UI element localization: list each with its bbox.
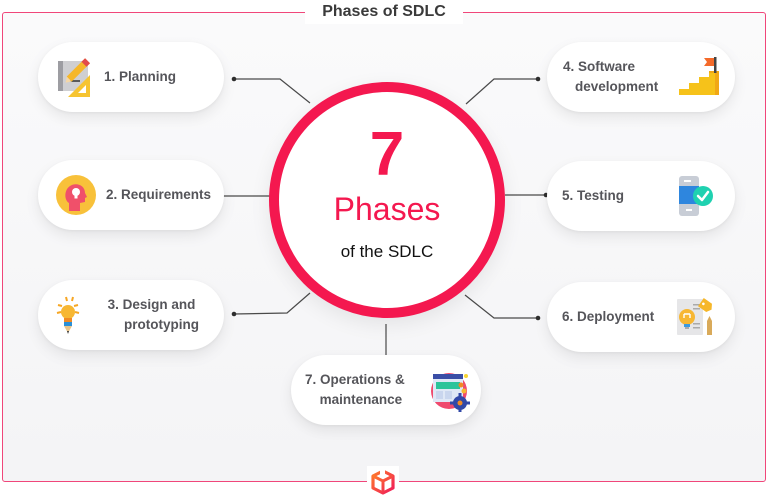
requirements-head-idea-icon bbox=[54, 173, 98, 217]
phase-card-deployment: 6. Deployment bbox=[547, 282, 735, 352]
phase-label: 1. Planning bbox=[104, 69, 177, 84]
center-headline: Phases bbox=[333, 191, 441, 227]
phase-card-planning: 1. Planning bbox=[38, 42, 224, 112]
phase-label-line2: prototyping bbox=[124, 317, 199, 332]
phase-label-line1: 3. Design and bbox=[107, 297, 196, 312]
phase-label-line1: 4. Software bbox=[563, 59, 636, 74]
diagram-title: Phases of SDLC bbox=[305, 0, 463, 24]
phase-label-line2: development bbox=[575, 79, 659, 94]
center-circle: 7 Phases of the SDLC bbox=[269, 82, 505, 318]
phase-card-operations: 7. Operations & maintenance bbox=[291, 355, 481, 425]
phase-label: 6. Deployment bbox=[562, 309, 655, 324]
cube-logo-icon bbox=[367, 466, 399, 498]
phase-card-design: 3. Design and prototyping bbox=[38, 280, 224, 350]
phase-label: 5. Testing bbox=[562, 188, 625, 203]
deployment-document-lightbulb-icon bbox=[673, 295, 717, 339]
phase-label-line2: maintenance bbox=[319, 392, 403, 407]
development-stairs-flag-icon bbox=[677, 55, 721, 99]
planning-blueprint-icon bbox=[54, 55, 98, 99]
phase-card-software-development: 4. Software development bbox=[547, 42, 735, 112]
phase-label: 2. Requirements bbox=[106, 187, 212, 202]
phase-count: 7 bbox=[369, 120, 405, 189]
testing-phone-check-icon bbox=[673, 174, 717, 218]
design-lightbulb-pencil-icon bbox=[52, 293, 96, 337]
phase-card-testing: 5. Testing bbox=[547, 161, 735, 231]
operations-window-gear-icon bbox=[427, 368, 471, 412]
phase-label-line1: 7. Operations & bbox=[305, 372, 405, 387]
phase-card-requirements: 2. Requirements bbox=[38, 160, 224, 230]
center-subtitle: of the SDLC bbox=[340, 242, 434, 261]
